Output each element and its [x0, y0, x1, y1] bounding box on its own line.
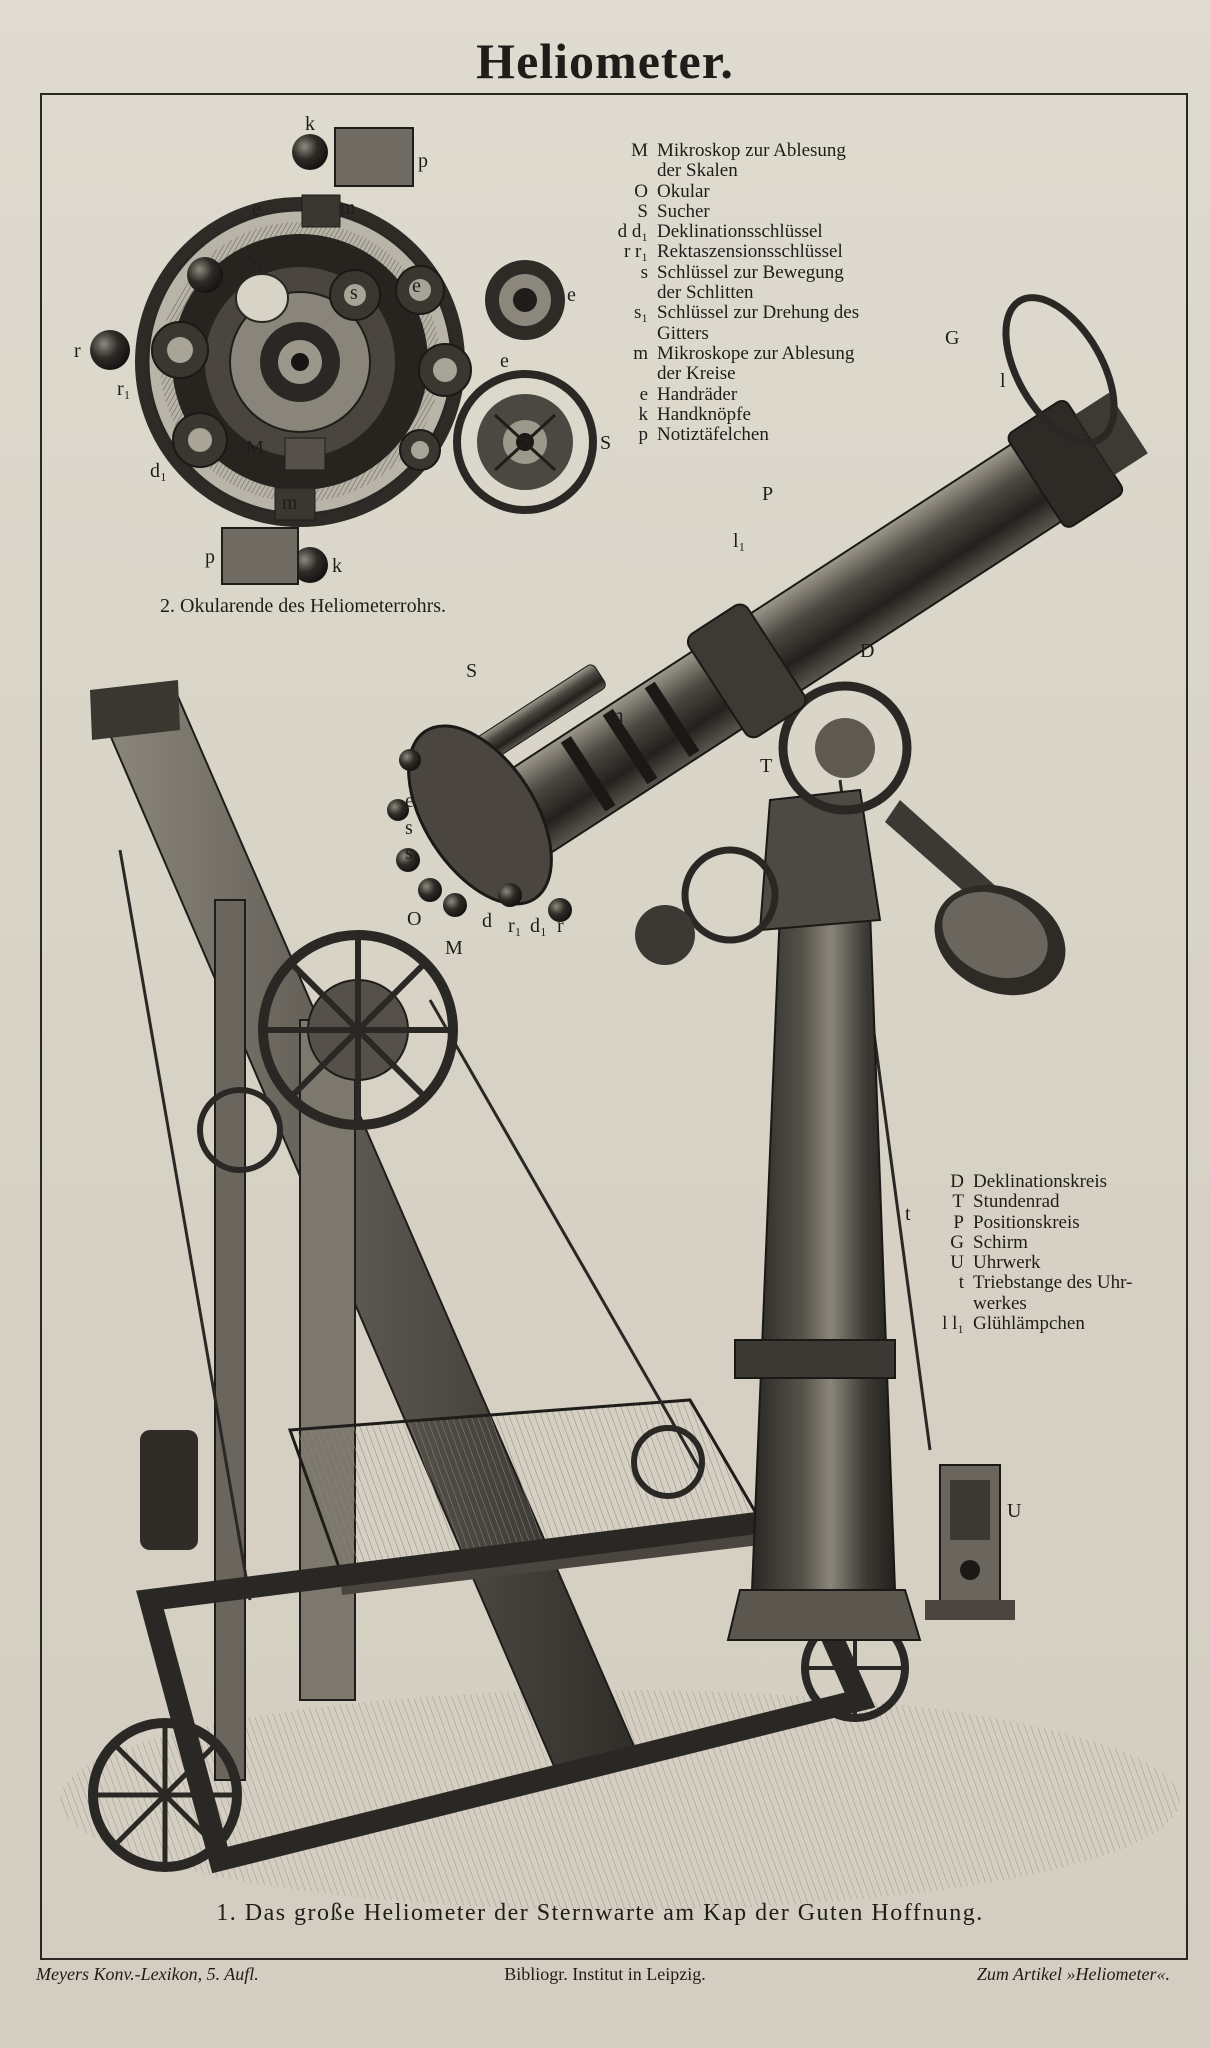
fig2-label-k-bottom: k	[332, 555, 342, 577]
legend-row: der Kreise	[657, 363, 736, 385]
fig2-label-m-top: m	[340, 197, 356, 219]
fig2-label-m-bottom: m	[282, 492, 298, 514]
figure-2-caption: 2. Okularende des Heliometerrohrs.	[160, 595, 447, 617]
legend-row: werkes	[973, 1292, 1027, 1314]
footer-article-ref: Zum Artikel »Heliometer«.	[976, 1964, 1170, 1984]
fig2-label-M: M	[246, 437, 264, 459]
fig2-label-d1: d₁	[150, 460, 167, 482]
fig2-label-e2: e	[567, 284, 576, 306]
fig2-label-k-top: k	[305, 113, 315, 135]
fig1-label-D: D	[860, 640, 875, 662]
fig1-heliometer	[60, 294, 1180, 1910]
fig2-eyepiece-end	[90, 127, 597, 585]
fig2-label-r1: r₁	[117, 378, 131, 400]
plate-frame	[40, 93, 1188, 1960]
fig2-label-p-bottom: p	[205, 546, 215, 568]
fig1-label-e: e	[405, 790, 414, 812]
fig1-label-U: U	[1007, 1500, 1022, 1522]
fig2-label-r: r	[74, 340, 81, 362]
figure-1-caption: 1. Das große Heliometer der Sternwarte a…	[216, 1900, 984, 1926]
fig1-label-s: s	[405, 817, 413, 839]
fig1-label-T: T	[760, 755, 773, 777]
fig1-label-G: G	[945, 327, 960, 349]
fig1-label-t: t	[905, 1203, 911, 1225]
fig1-label-d1: d₁	[530, 915, 547, 937]
fig2-label-s1: s₁	[248, 248, 263, 270]
fig1-label-r: r	[557, 915, 564, 937]
fig2-label-S: S	[600, 432, 612, 454]
fig2-label-e1: e	[412, 275, 421, 297]
footer-publication: Meyers Konv.-Lexikon, 5. Aufl.	[36, 1964, 259, 1984]
fig2-label-e3: e	[500, 350, 509, 372]
fig1-label-d: d	[482, 910, 492, 932]
fig1-label-P: P	[762, 483, 774, 505]
fig1-label-O: O	[407, 908, 422, 930]
fig1-label-r1: r₁	[508, 915, 522, 937]
fig2-label-s: s	[350, 282, 358, 304]
fig1-label-S: S	[466, 660, 478, 682]
fig1-label-l: l	[1000, 370, 1006, 392]
legend-row: der Schlitten	[657, 282, 754, 304]
fig2-label-p-top: p	[418, 150, 428, 172]
fig2-label-d: d	[212, 268, 222, 290]
legend-row: Gitters	[657, 322, 709, 344]
page-title: Heliometer.	[476, 33, 734, 89]
fig1-label-l1: l₁	[733, 530, 746, 552]
fig1-label-m: m	[608, 705, 624, 727]
legend-row: der Skalen	[657, 160, 738, 182]
fig2-label-e-top: e	[252, 198, 261, 220]
footer-publisher: Bibliogr. Institut in Leipzig.	[504, 1964, 706, 1984]
fig1-label-M: M	[445, 937, 463, 959]
fig1-label-s1: s₁	[405, 842, 420, 864]
